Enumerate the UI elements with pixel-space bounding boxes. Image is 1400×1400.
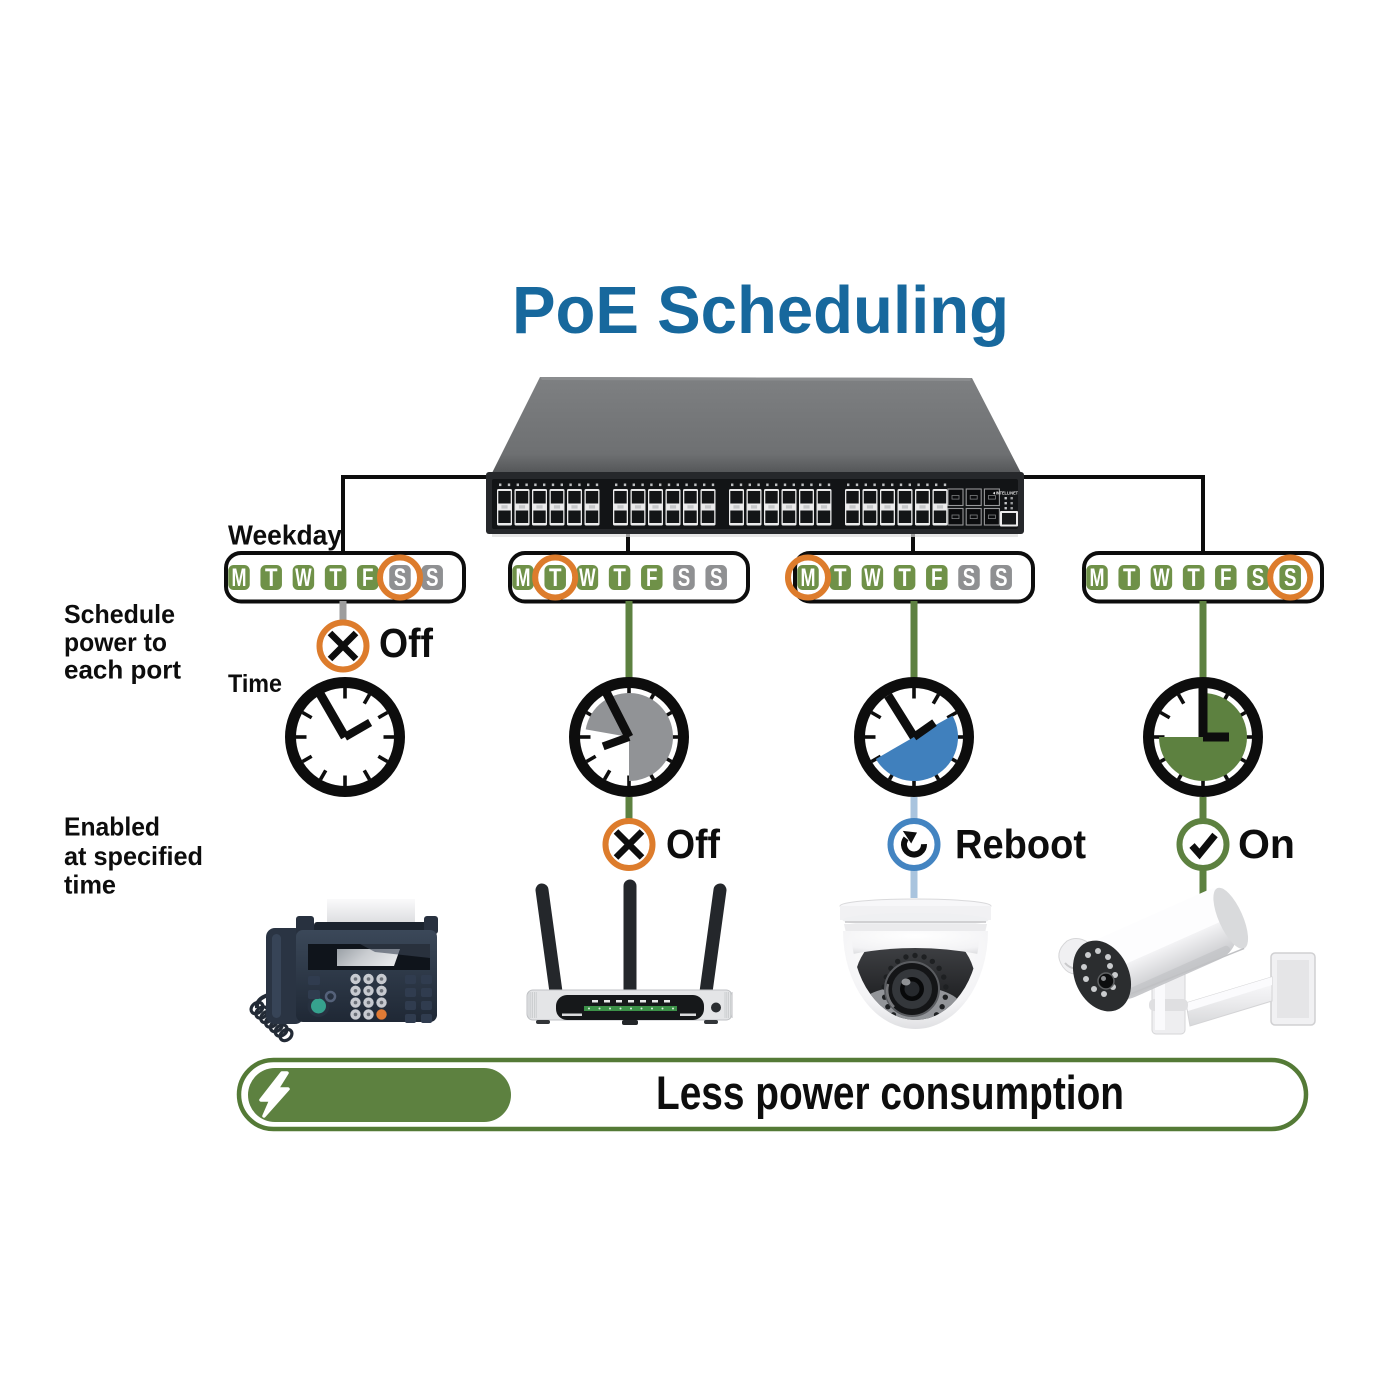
svg-text:W: W bbox=[295, 564, 312, 592]
svg-text:S: S bbox=[1284, 564, 1297, 592]
svg-text:at specified: at specified bbox=[64, 841, 203, 871]
svg-text:Time: Time bbox=[228, 670, 282, 698]
svg-text:each port: each port bbox=[64, 655, 181, 685]
svg-text:T: T bbox=[549, 564, 562, 592]
svg-text:S: S bbox=[710, 564, 723, 592]
svg-text:Weekday: Weekday bbox=[228, 520, 342, 551]
svg-text:W: W bbox=[864, 564, 881, 592]
svg-text:F: F bbox=[1220, 564, 1232, 592]
svg-text:Off: Off bbox=[379, 620, 433, 666]
svg-text:Less power consumption: Less power consumption bbox=[656, 1066, 1124, 1119]
svg-text:◄INTELLINET: ◄INTELLINET bbox=[992, 491, 1018, 497]
svg-text:M: M bbox=[801, 564, 816, 592]
svg-text:On: On bbox=[1238, 821, 1295, 867]
svg-text:Schedule: Schedule bbox=[64, 599, 175, 629]
svg-text:M: M bbox=[516, 564, 531, 592]
svg-text:S: S bbox=[995, 564, 1008, 592]
svg-text:T: T bbox=[898, 564, 911, 592]
svg-text:M: M bbox=[1090, 564, 1105, 592]
svg-text:S: S bbox=[1252, 564, 1265, 592]
svg-text:M: M bbox=[232, 564, 247, 592]
svg-text:T: T bbox=[329, 564, 342, 592]
svg-text:S: S bbox=[394, 564, 407, 592]
svg-text:Reboot: Reboot bbox=[955, 821, 1086, 867]
svg-text:T: T bbox=[1123, 564, 1136, 592]
svg-text:W: W bbox=[1153, 564, 1170, 592]
svg-text:W: W bbox=[579, 564, 596, 592]
svg-text:T: T bbox=[1187, 564, 1200, 592]
svg-text:S: S bbox=[426, 564, 439, 592]
svg-text:T: T bbox=[834, 564, 847, 592]
svg-text:PoE Scheduling: PoE Scheduling bbox=[512, 273, 1009, 348]
svg-text:time: time bbox=[64, 869, 116, 899]
svg-text:power to: power to bbox=[64, 627, 167, 657]
svg-text:S: S bbox=[963, 564, 976, 592]
svg-text:T: T bbox=[613, 564, 626, 592]
svg-text:F: F bbox=[362, 564, 374, 592]
svg-text:F: F bbox=[646, 564, 658, 592]
svg-text:T: T bbox=[265, 564, 278, 592]
svg-text:Off: Off bbox=[666, 821, 720, 867]
svg-text:S: S bbox=[678, 564, 691, 592]
svg-text:Enabled: Enabled bbox=[64, 812, 160, 842]
svg-text:F: F bbox=[931, 564, 943, 592]
